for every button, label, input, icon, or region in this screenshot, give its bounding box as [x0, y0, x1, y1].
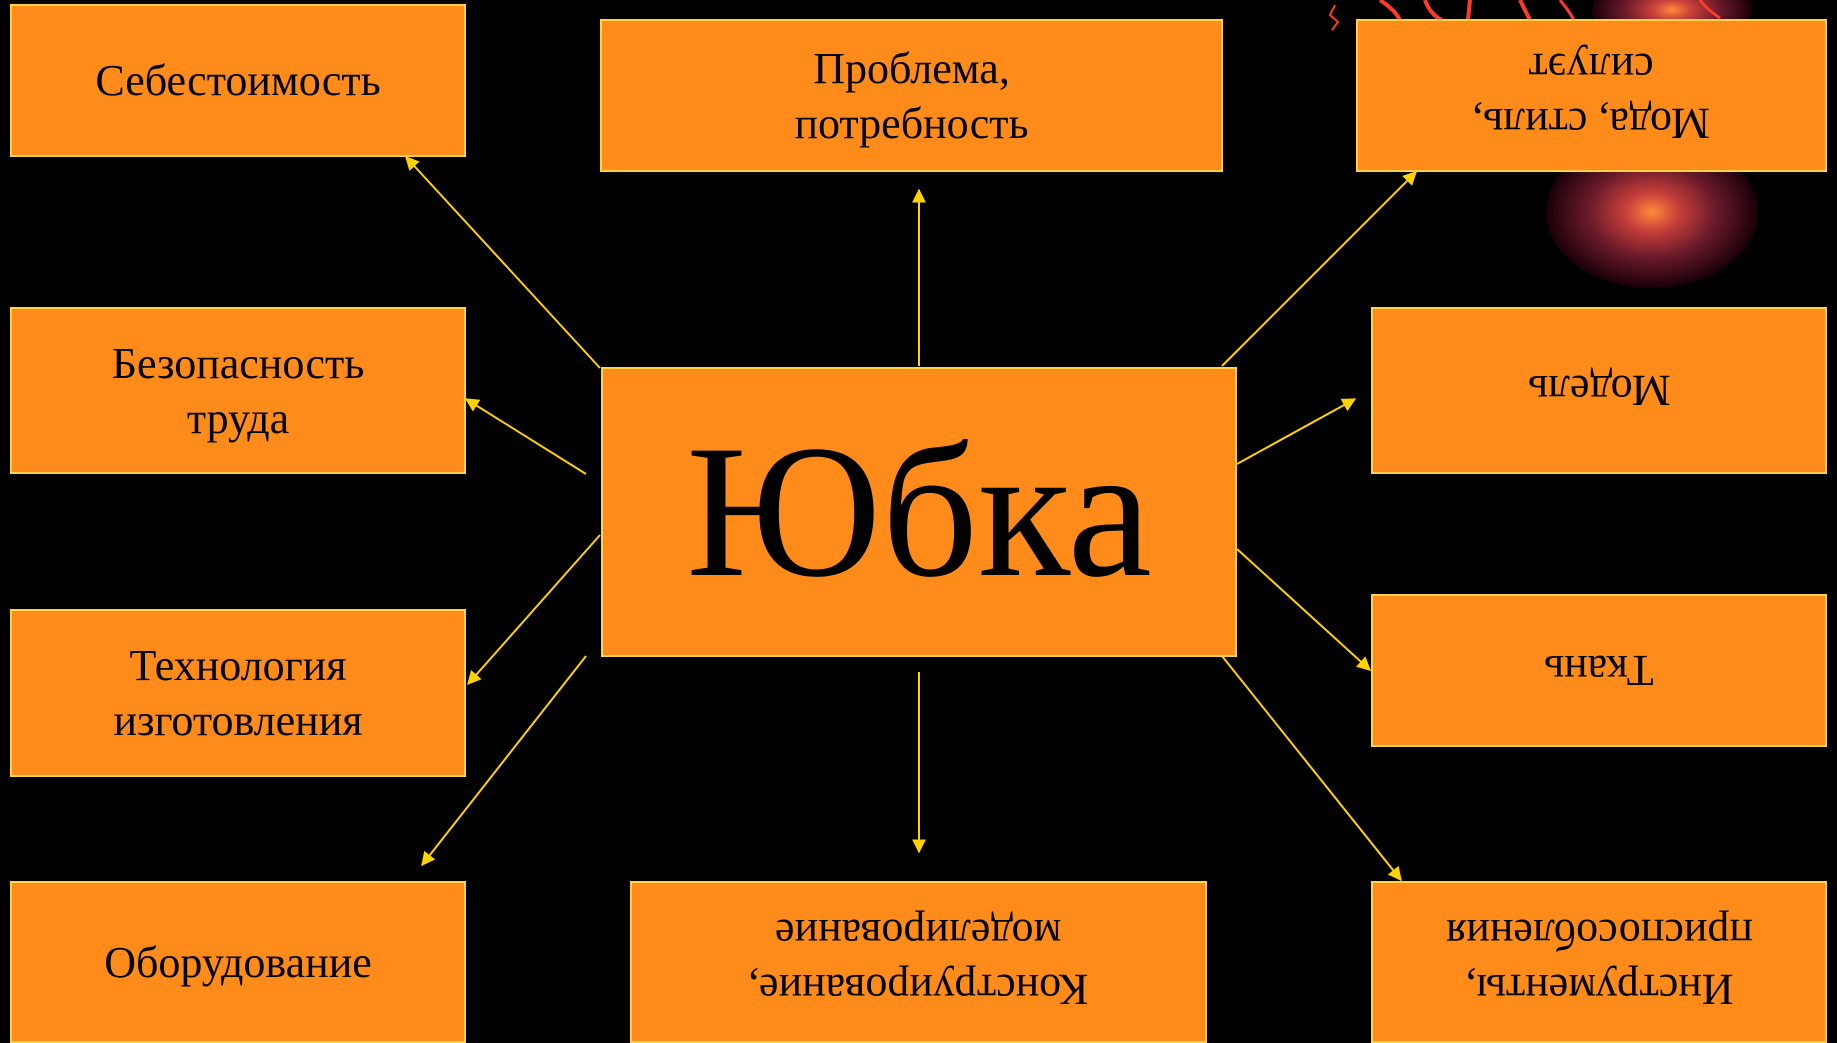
node-oborudovanie: Оборудование	[10, 881, 466, 1043]
spark-streak	[1378, 0, 1402, 21]
node-label-line: приспособления	[1445, 910, 1753, 959]
spark-streak	[1466, 0, 1472, 21]
node-label-line: изготовления	[113, 696, 363, 745]
glow-orb-lower	[1546, 136, 1758, 288]
node-label: Проблема, потребность	[794, 41, 1028, 151]
node-model: Модель	[1371, 307, 1827, 474]
spark-streak	[1518, 0, 1532, 21]
node-label: Себестоимость	[95, 56, 381, 105]
node-label-line: Технология	[129, 641, 347, 690]
center-node-label: Юбка	[686, 407, 1152, 617]
node-label-line: Инструменты,	[1464, 965, 1734, 1014]
node-label-line: труда	[186, 393, 290, 443]
node-tkan: Ткань	[1371, 594, 1827, 747]
node-label: Модель	[1527, 366, 1671, 415]
node-problema: Проблема, потребность	[600, 19, 1223, 172]
node-label-line: Мода, стиль,	[1472, 98, 1711, 148]
node-label-line: потребность	[794, 98, 1029, 148]
node-bezopasnost: Безопасность труда	[10, 307, 466, 474]
node-konstruirovanie: Конструирование, моделирование	[630, 881, 1207, 1043]
node-label-line: Безопасность	[111, 338, 365, 388]
center-node: Юбка	[601, 367, 1237, 657]
node-label: Ткань	[1544, 646, 1654, 695]
node-label-line: Проблема,	[813, 43, 1010, 93]
node-label-line: силуэт	[1528, 43, 1655, 93]
node-label: Оборудование	[104, 937, 372, 987]
spark-streak	[1328, 4, 1340, 31]
node-tehnologiya: Технология изготовления	[10, 609, 466, 777]
node-label: Технология изготовления	[114, 638, 363, 748]
node-label: Безопасность труда	[112, 336, 365, 446]
node-label-line: моделирование	[775, 910, 1062, 959]
node-instrumenty: Инструменты, приспособления	[1371, 881, 1827, 1043]
node-label: Инструменты, приспособления	[1446, 907, 1753, 1017]
node-label: Конструирование, моделирование	[748, 907, 1088, 1017]
node-label-line: Конструирование,	[748, 965, 1089, 1014]
node-moda: Мода, стиль, силуэт	[1356, 19, 1827, 172]
spark-streak	[1698, 0, 1721, 20]
node-label: Мода, стиль, силуэт	[1472, 41, 1710, 151]
node-sebestoimost: Себестоимость	[10, 4, 466, 157]
